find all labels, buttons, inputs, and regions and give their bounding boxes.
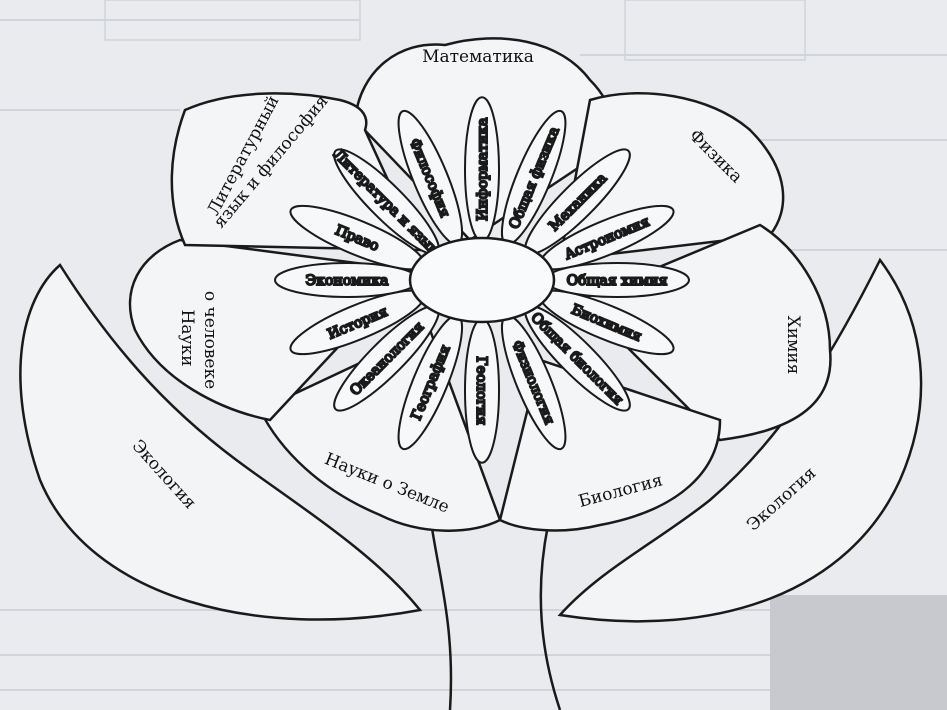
- flower-center: [410, 238, 554, 322]
- inner-petal-label: Общая химия: [567, 273, 668, 289]
- label-math: Математика: [422, 47, 534, 67]
- inner-petal-label: Информатика: [475, 118, 491, 221]
- inner-petal-label: Экономика: [306, 273, 389, 289]
- inner-petal-label: Геология: [473, 356, 489, 425]
- label-human-line2: о человеке: [200, 291, 220, 389]
- flower-stem: [432, 525, 560, 710]
- label-human-line1: Науки: [177, 310, 197, 367]
- inner-petal: Геология: [465, 319, 499, 463]
- inner-petal: Информатика: [465, 97, 499, 241]
- label-chemistry: Химия: [783, 316, 803, 375]
- corner-block: [770, 595, 947, 710]
